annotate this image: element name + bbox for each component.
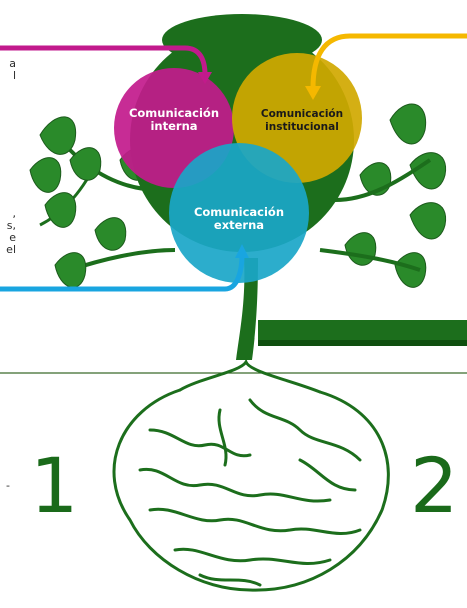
number-2: 2 bbox=[410, 441, 459, 530]
edge-text-top: a l bbox=[0, 58, 16, 82]
right-branch-bar-edge bbox=[258, 340, 467, 346]
edge-text-middle-line: s, bbox=[6, 219, 16, 232]
tree-trunk bbox=[236, 258, 258, 360]
leaf bbox=[54, 252, 87, 288]
leaf bbox=[29, 157, 62, 193]
label-institucional-line2: institucional bbox=[265, 121, 339, 133]
label-comunicacion-externa: Comunicación externa bbox=[189, 206, 289, 232]
leaf bbox=[409, 152, 447, 190]
number-1: 1 bbox=[30, 441, 79, 530]
circle-externa bbox=[169, 143, 309, 283]
leaf bbox=[344, 232, 377, 266]
edge-text-middle-line: e bbox=[9, 231, 16, 244]
leaf bbox=[409, 202, 447, 240]
label-interna-line1: Comunicación bbox=[128, 106, 220, 120]
label-externa-line1: Comunicación bbox=[193, 205, 285, 219]
blue-arrowhead bbox=[235, 244, 249, 258]
label-comunicacion-interna: Comunicación interna bbox=[124, 107, 224, 133]
label-interna-line2: interna bbox=[150, 119, 198, 133]
orange-arrowhead bbox=[305, 86, 321, 100]
label-externa-line2: externa bbox=[213, 218, 265, 232]
magenta-arrow bbox=[0, 45, 208, 76]
edge-text-bottom-line: - bbox=[6, 479, 10, 492]
edge-text-top-line: a bbox=[9, 57, 16, 70]
edge-text-top-line: l bbox=[12, 69, 16, 82]
leaf bbox=[94, 217, 127, 251]
edge-text-middle-line: el bbox=[6, 243, 16, 256]
leaf bbox=[44, 192, 77, 228]
right-branches bbox=[319, 158, 432, 272]
blue-arrow bbox=[0, 254, 245, 292]
leaves bbox=[29, 103, 447, 288]
brain-roots bbox=[112, 358, 390, 592]
leaf bbox=[69, 147, 102, 181]
leaf bbox=[394, 252, 427, 288]
label-institucional-line1: Comunicación bbox=[260, 108, 344, 120]
label-comunicacion-institucional: Comunicación institucional bbox=[252, 108, 352, 134]
edge-text-middle: , s, e el bbox=[0, 208, 16, 256]
orange-arrow bbox=[310, 33, 467, 89]
edge-text-middle-line: , bbox=[12, 207, 17, 220]
leaf bbox=[389, 103, 427, 145]
leaf bbox=[39, 116, 77, 155]
canopy-top bbox=[162, 14, 322, 66]
edge-text-bottom: - bbox=[0, 480, 10, 492]
